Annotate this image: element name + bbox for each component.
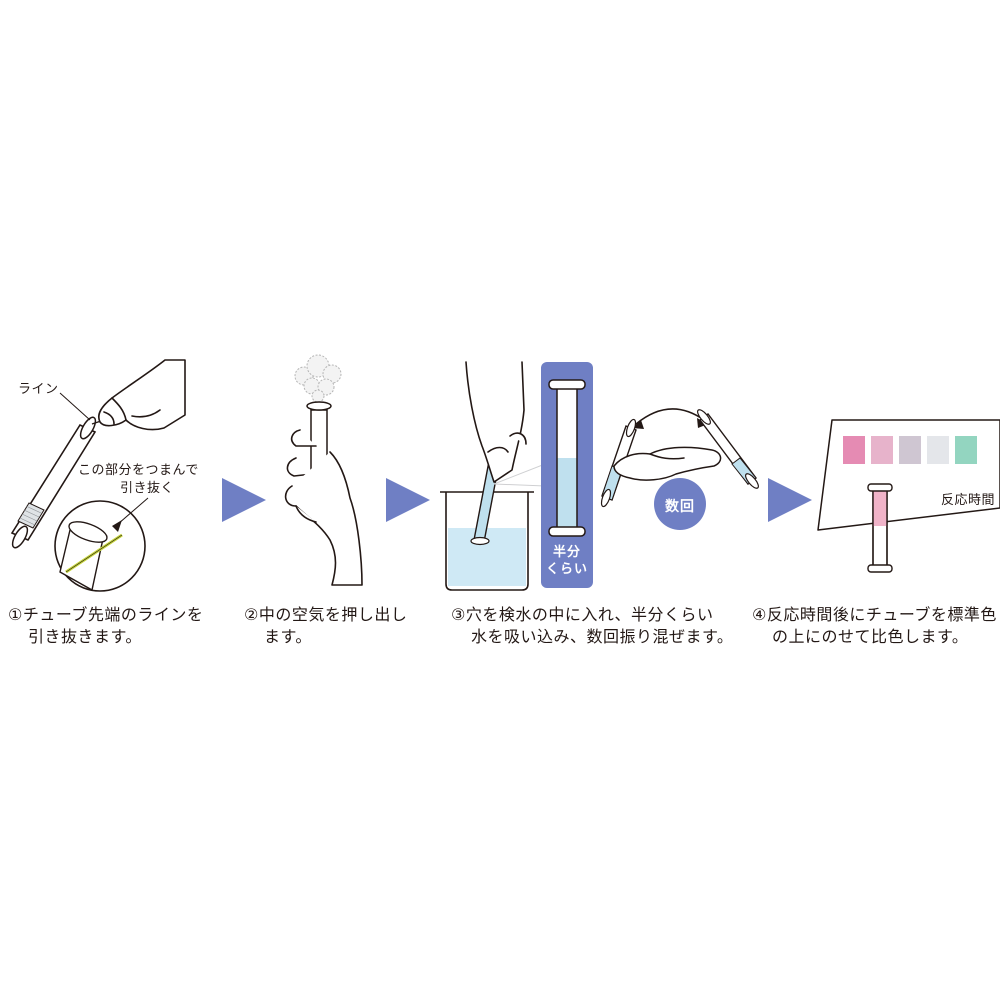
arrow-right-icon — [222, 478, 266, 522]
half-label: 半分 くらい — [541, 544, 593, 578]
arrow-right-icon — [386, 478, 430, 522]
hand-icon — [465, 361, 527, 483]
pinch-label-line2: 引き抜く — [120, 481, 175, 496]
reaction-time-label: 反応時間 — [941, 493, 996, 508]
shake-arrow-icon — [635, 408, 705, 425]
color-swatch — [843, 436, 865, 464]
step-4-caption: ④反応時間後にチューブを標準色 の上にのせて比色します。 — [752, 604, 997, 648]
tube-icon — [548, 379, 586, 537]
step-1-caption: ①チューブ先端のラインを 引き抜きます。 — [8, 604, 203, 648]
step-1-line1: ①チューブ先端のラインを — [8, 605, 204, 624]
step-3-caption: ③穴を検水の中に入れ、半分くらい 水を吸い込み、数回振り混ぜます。 — [451, 604, 733, 648]
hand-icon — [613, 446, 722, 481]
beaker-icon — [440, 491, 534, 591]
step-2-line1: ②中の空気を押し出し — [244, 605, 408, 624]
color-swatch — [871, 436, 893, 464]
hand-icon — [97, 359, 186, 431]
panel4-illustration — [817, 419, 1000, 573]
arrow-right-icon — [768, 478, 812, 522]
tube-icon — [697, 409, 759, 489]
repeat-label: 数回 — [665, 499, 695, 515]
color-swatch — [899, 436, 921, 464]
panel1-illustration — [10, 359, 186, 592]
panel3-illustration — [440, 361, 759, 591]
tube-icon — [10, 416, 105, 549]
line-label: ライン — [18, 382, 59, 397]
color-swatch — [955, 436, 977, 464]
air-puff-icon — [294, 354, 342, 403]
repeat-badge — [654, 478, 706, 530]
step-3-line2: 水を吸い込み、数回振り混ぜます。 — [471, 627, 734, 646]
step-4-line1: ④反応時間後にチューブを標準色 — [752, 605, 997, 624]
color-swatches — [843, 436, 977, 464]
step-3-line1: ③穴を検水の中に入れ、半分くらい — [451, 605, 714, 624]
step-1-line2: 引き抜きます。 — [28, 627, 142, 646]
panel2-illustration — [284, 354, 363, 586]
zoom-detail-icon — [54, 497, 149, 592]
hand-icon — [284, 429, 363, 586]
pinch-label-line1: この部分をつまんで — [78, 463, 199, 478]
color-swatch — [927, 436, 949, 464]
pinch-instruction-label: この部分をつまんで 引き抜く — [78, 462, 199, 498]
step-2-line2: ます。 — [264, 627, 312, 646]
tube-icon — [867, 483, 893, 573]
half-label-line1: 半分 — [552, 545, 581, 560]
step-2-caption: ②中の空気を押し出し ます。 — [244, 604, 407, 648]
step-4-line2: の上にのせて比色します。 — [772, 627, 969, 646]
half-label-line2: くらい — [545, 562, 588, 577]
